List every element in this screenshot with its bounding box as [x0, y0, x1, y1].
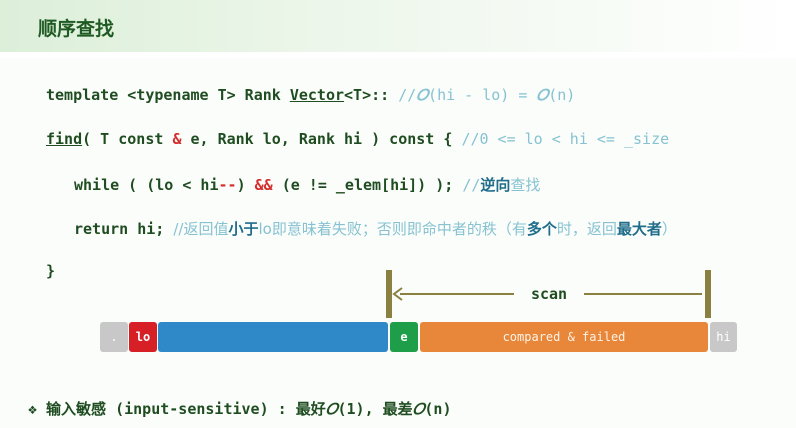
- ampersand: &: [172, 130, 182, 148]
- code-block: [0, 58, 796, 428]
- code-text: return hi;: [74, 220, 174, 238]
- note-text: 输入敏感 (input-sensitive) : 最好: [37, 400, 326, 418]
- code-comment: ）: [661, 220, 677, 238]
- code-text: e, Rank lo, Rank hi ) const {: [181, 130, 462, 148]
- code-line-5: }: [46, 262, 56, 280]
- class-name: Vector: [289, 86, 345, 104]
- note-text: (1), 最差: [337, 400, 413, 418]
- and-operator: &&: [254, 176, 273, 194]
- array-prefix-cell: .: [100, 322, 128, 352]
- code-line-3: while ( (lo < hi--) && (e != _elem[hi]) …: [74, 174, 540, 195]
- function-name: find: [46, 130, 83, 148]
- code-comment-emph: 多个: [526, 220, 557, 238]
- code-comment: 时，返回: [556, 220, 617, 238]
- code-text: ( T const: [82, 130, 173, 148]
- arrow-left-icon: [392, 287, 403, 301]
- code-comment: //返回值: [173, 220, 229, 238]
- hi-cell: hi: [710, 322, 737, 352]
- bullet-icon: ❖: [28, 400, 38, 418]
- slide-title: 顺序查找: [38, 18, 115, 40]
- complexity-note: ❖ 输入敏感 (input-sensitive) : 最好𝑂(1), 最差𝑂(n…: [28, 398, 452, 419]
- note-text: (n): [424, 400, 452, 418]
- code-text: <T>::: [344, 86, 399, 104]
- slide-header: 顺序查找: [0, 0, 796, 52]
- scan-arrow-line: [400, 293, 514, 295]
- unscanned-range: [158, 322, 388, 352]
- code-text: (e != _elem[hi]) );: [272, 176, 463, 194]
- code-line-4: return hi; //返回值小于lo即意味着失败；否则即命中者的秩（有多个时…: [74, 218, 677, 239]
- big-o-symbol: 𝑂: [412, 400, 425, 418]
- scan-arrow-line: [584, 293, 702, 295]
- big-o-symbol: 𝑂: [416, 86, 429, 104]
- code-text: ): [236, 176, 255, 194]
- code-comment: lo即意味着失败；否则即命中者的秩（有: [258, 220, 527, 238]
- code-text: while ( (lo < hi: [74, 176, 219, 194]
- e-cell: e: [390, 322, 418, 352]
- code-comment-emph: 逆向: [480, 176, 511, 194]
- big-o-symbol: 𝑂: [536, 86, 549, 104]
- scan-end-marker-right: [705, 270, 711, 318]
- scan-label: scan: [514, 285, 584, 303]
- compared-failed-range: compared & failed: [420, 322, 708, 352]
- decrement-operator: --: [218, 176, 237, 194]
- code-line-2: find( T const & e, Rank lo, Rank hi ) co…: [46, 130, 669, 148]
- code-comment: 查找: [510, 176, 541, 194]
- code-comment-emph: 最大者: [616, 220, 662, 238]
- scan-end-marker-left: [386, 270, 392, 318]
- code-line-1: template <typename T> Rank Vector<T>:: /…: [46, 86, 575, 104]
- code-comment: (hi - lo) =: [428, 86, 537, 104]
- code-comment: (n): [548, 86, 576, 104]
- code-comment: //0 <= lo < hi <= _size: [461, 130, 670, 148]
- code-text: template <typename T> Rank: [46, 86, 290, 104]
- code-comment: //: [398, 86, 417, 104]
- lo-cell: lo: [129, 322, 157, 352]
- big-o-symbol: 𝑂: [325, 400, 338, 418]
- code-comment-emph: 小于: [228, 220, 259, 238]
- code-comment: //: [462, 176, 481, 194]
